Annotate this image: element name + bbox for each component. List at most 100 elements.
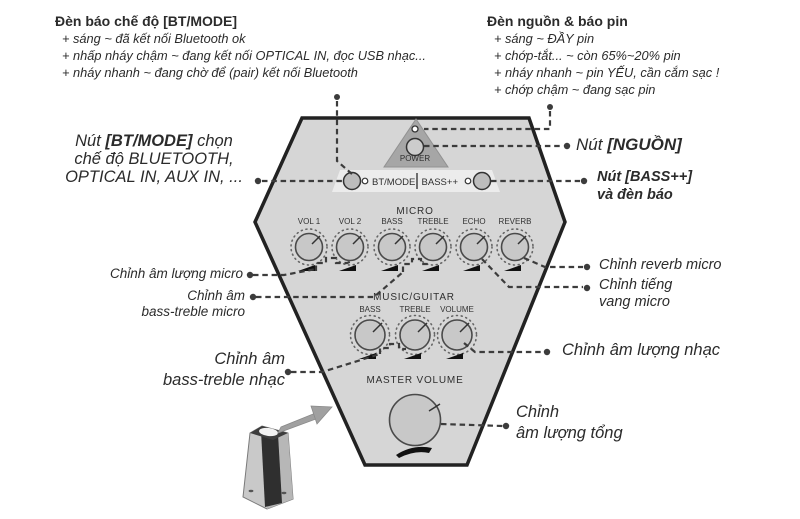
mode-button-strip [332,170,500,192]
knob-pointer [517,235,527,245]
mode-controls: BT/MODE BASS++ [342,171,492,191]
speaker-top-driver [259,427,278,437]
dot-music-tone [284,368,292,376]
note-echo: Chỉnh tiếng vang micro [599,277,672,311]
level-wedge-icon [404,353,421,359]
speaker-foot [281,491,287,495]
note-segment: chọn [192,132,233,150]
note-segment-bold: [BT/MODE] [105,132,193,150]
note-reverb: Chỉnh reverb micro [599,257,722,274]
leader-dots [246,94,591,430]
level-wedge-icon [463,265,480,271]
note-line: Chỉnh âm lượng nhạc [562,341,721,359]
knob-micro-echo: ECHO [455,217,493,271]
bassplus-button [472,171,492,191]
knob-label: BASS [381,217,402,226]
note-line: + nháy nhanh ~ đang chờ để (pair) kết nố… [62,65,358,80]
leader-mic-tone-stair [401,257,428,272]
knob-music-treble: TREBLE [394,305,436,359]
knob-pointer [476,235,486,245]
leader-mic-volume-stair [314,256,353,271]
panel-outline [253,116,567,467]
tick-ring [290,228,328,266]
note-btmode-button: Nút [BT/MODE] chọn chế độ BLUETOOTH, OPT… [58,132,250,186]
note-line: Chỉnh tiếng [599,277,673,293]
note-line: Chỉnh âm [214,350,285,368]
dot-reverb [583,263,591,271]
note-bassplus-button: Nút [BASS++] và đèn báo [597,168,692,204]
leader-music-tone-stair [378,342,406,354]
panel-body [253,116,567,467]
tick-ring [496,228,534,266]
dot-music-volume [543,348,551,356]
dot-echo [583,284,591,292]
note-line: Chỉnh [516,403,560,421]
knob-label: REVERB [499,217,532,226]
knob-label: VOL 2 [339,217,362,226]
note-mic-tone: Chỉnh âm bass-treble micro [95,288,245,320]
dot-btmode [254,177,262,185]
level-wedge-icon [422,265,439,271]
arrow-head [310,405,333,425]
dot-bassplus [580,177,588,185]
leader-mic-tone [256,271,404,299]
arrow-shaft [277,411,319,434]
note-line: Chỉnh âm [187,288,245,303]
master-level-swoosh-icon [396,446,432,458]
note-power-button: Nút [NGUỒN] [576,135,682,155]
tick-ring [436,314,478,356]
btmode-button [342,171,362,191]
note-line: bass-treble nhạc [163,371,285,389]
note-line: OPTICAL IN, AUX IN, ... [65,168,243,186]
leader-mic-volume [253,267,317,277]
note-line: + chớp chậm ~ đang sạc pin [494,82,656,97]
dot-power [563,142,571,150]
note-segment: Nút [75,132,106,150]
knob-micro-bass: BASS [373,217,411,271]
note-mic-volume: Chỉnh âm lượng micro [95,266,243,282]
dot-master [502,422,510,430]
note-bt-mode-led: Đèn báo chế độ [BT/MODE] + sáng ~ đã kết… [55,13,426,81]
power-controls: POWER [400,125,430,163]
dot-topleft [334,94,340,100]
dot-mic-volume [246,271,254,279]
tick-ring [331,228,369,266]
note-line: âm lượng tổng [516,424,623,442]
tick-ring [373,228,411,266]
knob-micro-vol2: VOL 2 [331,217,369,271]
music-title: MUSIC/GUITAR [373,292,455,303]
leader-music-tone [291,352,381,374]
note-line: và đèn báo [597,187,673,203]
tick-ring [349,314,391,356]
note-title: Đèn nguồn & báo pin [487,13,628,29]
master-knob [388,393,442,447]
knob-label: TREBLE [399,305,430,314]
leader-reverb [523,256,583,269]
btmode-led [361,177,369,185]
level-wedge-icon [339,265,356,271]
power-button [405,137,425,157]
tick-ring [414,228,452,266]
btmode-label: BT/MODE [372,177,415,188]
note-line: + chớp-tắt... ~ còn 65%~20% pin [494,48,681,63]
micro-title: MICRO [396,206,433,217]
note-line: + sáng ~ đã kết nối Bluetooth ok [62,31,246,46]
note-line: + nhấp nháy chậm ~ đang kết nối OPTICAL … [62,48,426,63]
bassplus-label: BASS++ [422,177,459,188]
knob-pointer [394,235,404,245]
knob-label: ECHO [462,217,485,226]
note-segment: Nút [576,135,608,154]
note-line: Chỉnh reverb micro [599,257,722,273]
note-line: Nút [BT/MODE] chọn [58,132,250,150]
knob-music-bass: BASS [349,305,391,359]
note-music-volume: Chỉnh âm lượng nhạc [562,340,720,361]
leader-lines [253,101,583,428]
note-line: chế độ BLUETOOTH, [74,150,234,168]
bassplus-led [464,177,472,185]
master-knob-pointer [428,403,441,412]
note-segment-bold: [NGUỒN] [607,135,682,154]
note-line: Nút [BASS++] [597,169,693,185]
note-line: bass-treble micro [141,304,245,319]
note-line: Chỉnh âm lượng micro [109,266,243,281]
